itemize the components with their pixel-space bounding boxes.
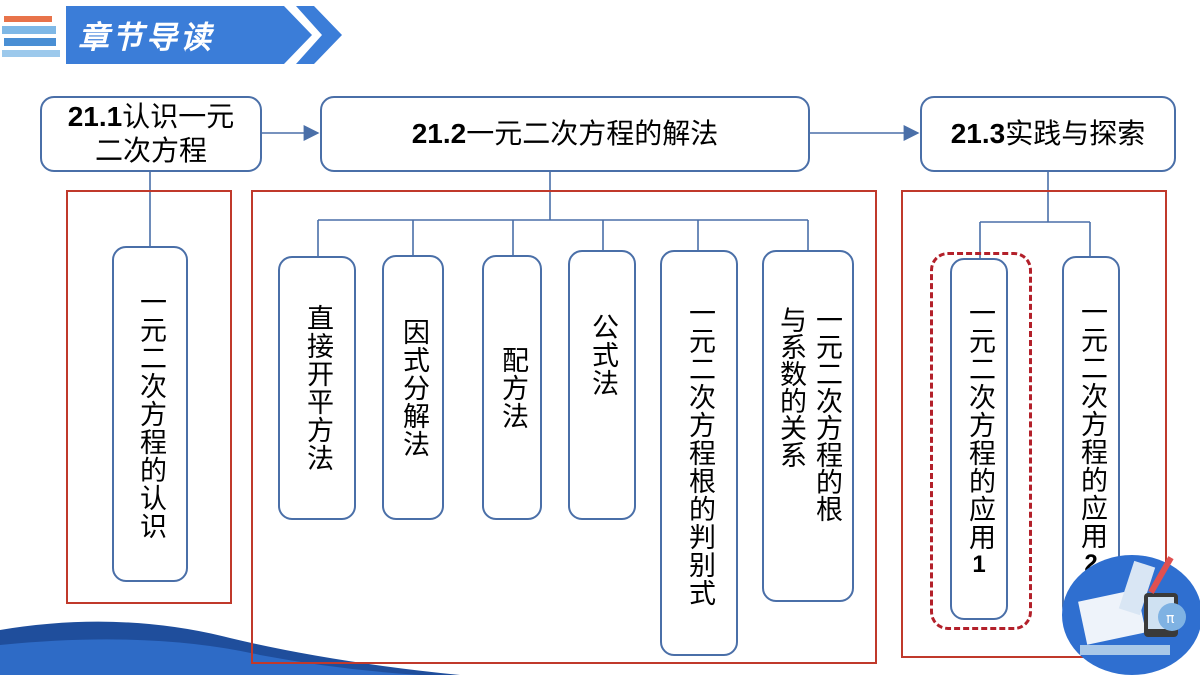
leaf-application-1: 一元二次方程的应用 1 <box>950 258 1008 620</box>
section-3-text: 实践与探索 <box>1005 117 1146 150</box>
leaf-discriminant: 一元二次方程根的判别式 <box>660 250 738 656</box>
section-3-number: 21.3 <box>950 118 1006 149</box>
leaf-label: 因式分解法 <box>398 317 429 458</box>
svg-text:π: π <box>1166 611 1175 627</box>
leaf-number: 1 <box>972 551 986 578</box>
leaf-vieta-relations: 一元二次方程的根与系数的关系 <box>762 250 854 602</box>
section-2-text: 一元二次方程的解法 <box>466 117 719 150</box>
section-1-number: 21.1 <box>67 101 123 132</box>
page-title: 章节导读 <box>78 20 214 56</box>
section-2-title: 21.2一元二次方程的解法 <box>320 96 810 172</box>
leaf-label: 直接开平方法 <box>302 304 333 472</box>
header-banner <box>2 6 342 64</box>
leaf-quadratic-recognition: 一元二次方程的认识 <box>112 246 188 582</box>
leaf-direct-square-root: 直接开平方法 <box>278 256 356 520</box>
section-2-frame <box>251 190 877 664</box>
leaf-label: 一元二次方程的应用 <box>964 299 995 551</box>
leaf-label: 配方法 <box>497 345 528 430</box>
section-3-title: 21.3实践与探索 <box>920 96 1176 172</box>
highlight-dashed-frame <box>930 252 1032 630</box>
bottom-wave-decoration <box>0 621 460 675</box>
leaf-factorization: 因式分解法 <box>382 255 444 520</box>
study-illustration: π <box>1062 555 1200 675</box>
leaf-label: 一元二次方程的根与系数的关系 <box>775 306 842 522</box>
leaf-completing-square: 配方法 <box>482 255 542 520</box>
leaf-label: 一元二次方程的认识 <box>135 288 166 540</box>
leaf-label: 公式法 <box>587 313 618 397</box>
section-1-frame <box>66 190 232 604</box>
leaf-label: 一元二次方程的应用 <box>1076 298 1107 550</box>
section-2-number: 21.2 <box>411 118 467 149</box>
leaf-label: 一元二次方程根的判别式 <box>684 299 715 607</box>
section-1-title: 21.1认识一元二次方程 <box>40 96 262 172</box>
section-3-frame <box>901 190 1167 658</box>
section-1-text: 认识一元二次方程 <box>94 100 235 167</box>
leaf-formula: 公式法 <box>568 250 636 520</box>
